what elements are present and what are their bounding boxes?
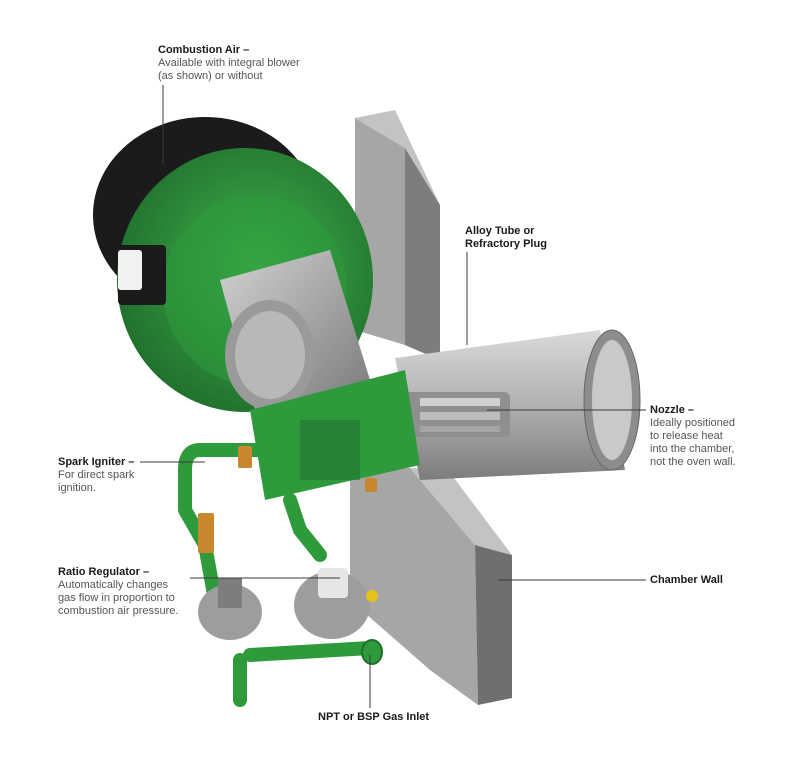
callout-title: Alloy Tube or	[465, 225, 535, 237]
gas-inlet-fitting	[361, 639, 383, 665]
gas-train	[178, 443, 377, 707]
callout-desc-line: ignition.	[58, 482, 96, 494]
callout-chamber-wall: Chamber Wall	[650, 574, 723, 587]
callout-gas-inlet: NPT or BSP Gas Inlet	[318, 711, 429, 724]
motor	[220, 250, 370, 410]
callout-desc-line: For direct spark	[58, 469, 135, 481]
callout-desc-line: gas flow in proportion to	[58, 592, 175, 604]
callout-title: Spark Igniter –	[58, 456, 135, 468]
callout-desc-line: Ideally positioned	[650, 417, 736, 429]
leader-lines	[140, 85, 646, 708]
callout-nozzle: Nozzle – Ideally positioned to release h…	[650, 404, 736, 469]
burner-body	[250, 370, 420, 500]
callout-desc-line: Available with integral blower	[158, 57, 300, 69]
callout-title: Combustion Air –	[158, 44, 250, 56]
callout-title: Refractory Plug	[465, 238, 547, 250]
alloy-tube	[395, 329, 641, 480]
callout-title: Chamber Wall	[650, 574, 723, 586]
chamber-wall	[350, 110, 512, 705]
callout-desc-line: Automatically changes	[58, 579, 169, 591]
callout-title: NPT or BSP Gas Inlet	[318, 711, 430, 723]
callout-desc-line: (as shown) or without	[158, 70, 263, 82]
spark-igniter	[198, 446, 252, 553]
callout-desc-line: into the chamber,	[650, 443, 735, 455]
callout-title: Ratio Regulator –	[58, 566, 150, 578]
callout-desc-line: to release heat	[650, 430, 723, 442]
callout-desc-line: combustion air pressure.	[58, 605, 179, 617]
callout-ratio-regulator: Ratio Regulator – Automatically changes …	[58, 566, 178, 618]
callout-desc-line: not the oven wall.	[650, 456, 736, 468]
callout-alloy-tube: Alloy Tube or Refractory Plug	[465, 225, 547, 251]
nozzle	[400, 392, 510, 437]
ratio-regulator	[198, 568, 378, 640]
callout-combustion-air: Combustion Air – Available with integral…	[158, 44, 300, 83]
callout-title: Nozzle –	[650, 404, 695, 416]
callout-spark-igniter: Spark Igniter – For direct spark ignitio…	[58, 456, 134, 495]
